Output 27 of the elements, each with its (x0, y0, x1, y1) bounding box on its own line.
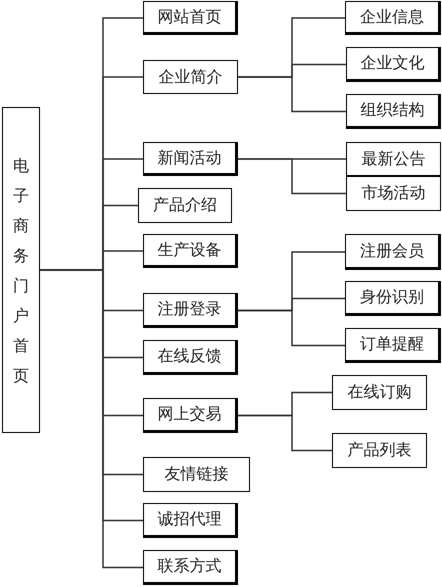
page-box: 生产设备 (143, 234, 238, 268)
connector-line (238, 76, 346, 112)
connector-line (238, 414, 332, 452)
page-box: 注册登录 (143, 293, 238, 328)
root-box: 电子商务门户首页 (2, 107, 40, 433)
connector-line (238, 310, 345, 346)
page-box: 市场活动 (346, 176, 441, 211)
page-box: 身份识别 (345, 281, 441, 316)
page-box: 网站首页 (143, 1, 238, 35)
page-box: 友情链接 (143, 457, 250, 492)
connector-line (40, 269, 143, 568)
connector-line (238, 158, 346, 194)
page-box: 注册会员 (345, 234, 441, 270)
page-box: 组织结构 (346, 94, 441, 129)
page-box: 企业简介 (143, 60, 238, 94)
page-box: 诚招代理 (143, 503, 238, 538)
page-box: 最新公告 (346, 142, 441, 176)
page-box: 订单提醒 (345, 328, 441, 363)
page-box: 在线订购 (332, 375, 427, 410)
page-box: 新闻活动 (143, 142, 238, 176)
page-box: 企业信息 (345, 1, 441, 35)
page-box: 企业文化 (346, 47, 441, 82)
page-box: 产品列表 (332, 433, 427, 468)
page-box: 在线反馈 (143, 340, 238, 375)
page-box: 产品介绍 (138, 188, 232, 223)
page-box: 联系方式 (143, 550, 238, 585)
page-box: 网上交易 (143, 398, 238, 433)
